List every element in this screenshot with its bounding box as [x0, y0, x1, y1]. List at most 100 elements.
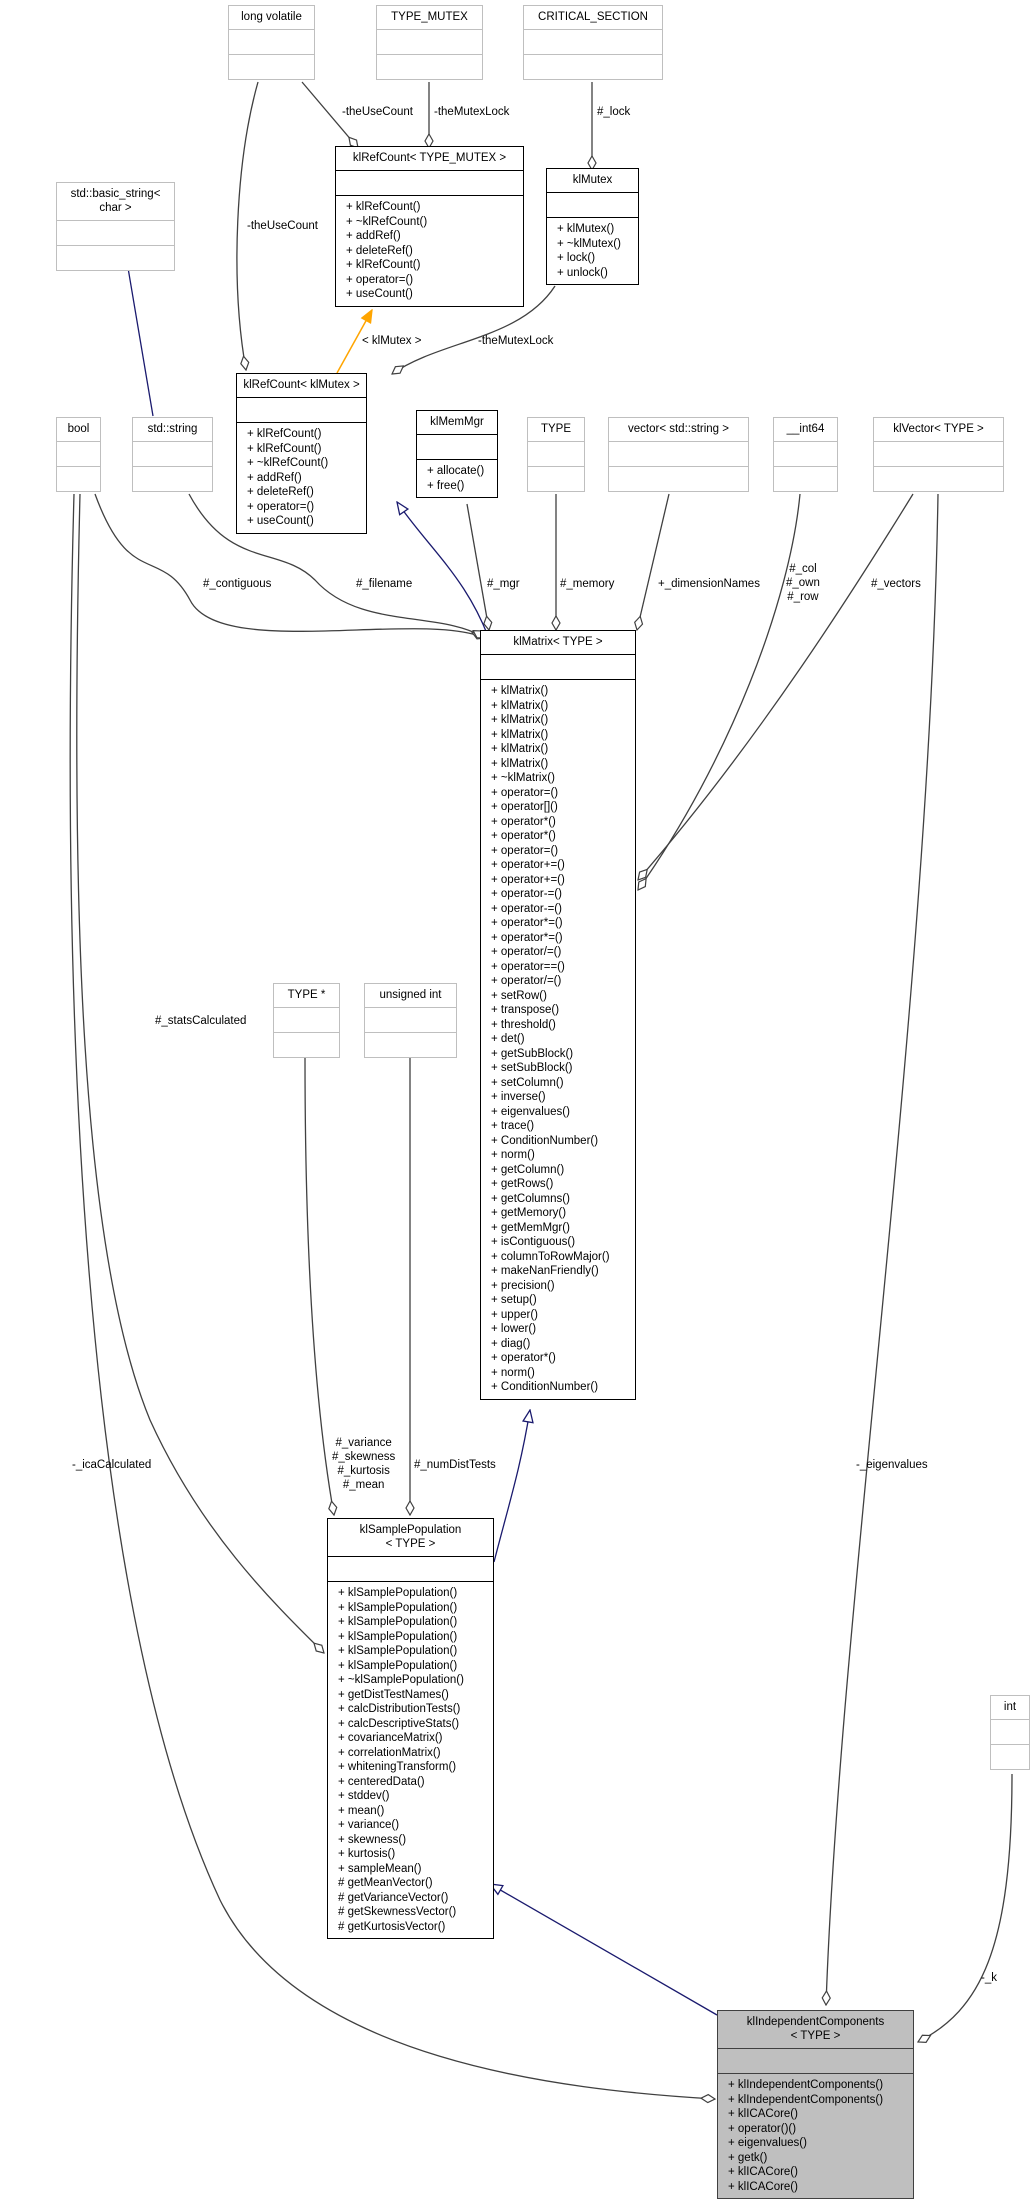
class-name: klVector< TYPE > [874, 418, 1003, 442]
operations-compartment [365, 1033, 456, 1057]
class-int[interactable]: int [990, 1695, 1030, 1770]
operations-compartment [274, 1033, 339, 1057]
operation-item: + klICACore() [728, 2166, 798, 2178]
operation-item: + operator/=() [491, 975, 562, 987]
operation-item: + operator()() [728, 2122, 797, 2135]
operation-item: + ~klRefCount() [346, 215, 428, 228]
operation-item: + upper() [491, 1308, 538, 1321]
operation-item: + allocate() [427, 465, 485, 477]
operation-item: + deleteRef() [346, 244, 413, 257]
operation-item: + whiteningTransform() [338, 1761, 457, 1773]
operation-item: + klMatrix() [491, 743, 549, 755]
edge-klmutex-refcountkm [392, 285, 556, 374]
class-std-basic-string[interactable]: std::basic_string< char > [56, 182, 175, 271]
class-name: TYPE_MUTEX [377, 6, 482, 30]
attributes-compartment [57, 221, 174, 246]
edge-int-indepcomp [918, 1773, 1013, 2042]
class-type-pointer[interactable]: TYPE * [273, 983, 340, 1058]
class-name: TYPE [528, 418, 584, 442]
class-name: TYPE * [274, 984, 339, 1008]
operations-compartment [377, 55, 482, 79]
operation-item: + addRef() [346, 230, 401, 242]
operation-item: + getRows() [491, 1178, 554, 1190]
edge-label: +_dimensionNames [658, 578, 760, 590]
class-klindependentcomponents-type[interactable]: klIndependentComponents < TYPE > + klInd… [717, 2010, 914, 2199]
class-vector-std-string[interactable]: vector< std::string > [608, 417, 749, 492]
operations-compartment [774, 467, 837, 491]
operations-compartment [133, 467, 212, 491]
operations-compartment [57, 467, 100, 491]
operation-item: + operator=() [491, 844, 559, 857]
class-int64[interactable]: __int64 [773, 417, 838, 492]
class-klvector-type[interactable]: klVector< TYPE > [873, 417, 1004, 492]
class-name: klSamplePopulation < TYPE > [328, 1519, 493, 1557]
operation-item: + operator/=() [491, 946, 562, 958]
class-klmatrix-type[interactable]: klMatrix< TYPE > + klMatrix()+ klMatrix(… [480, 630, 636, 1400]
class-type[interactable]: TYPE [527, 417, 585, 492]
operation-item: + operator-=() [491, 888, 562, 900]
operation-item: + mean() [338, 1804, 385, 1817]
edge-bool-samplepop [76, 493, 324, 1653]
attributes-compartment [133, 442, 212, 467]
edge-label: -_eigenvalues [856, 1459, 928, 1471]
operation-item: + calcDescriptiveStats() [338, 1717, 460, 1730]
class-type-mutex[interactable]: TYPE_MUTEX [376, 5, 483, 80]
class-name: klIndependentComponents < TYPE > [718, 2011, 913, 2049]
class-klrefcount-type-mutex[interactable]: klRefCount< TYPE_MUTEX > + klRefCount() +… [335, 146, 524, 307]
operation-item: + operator*=() [491, 931, 563, 944]
operation-item: + klSamplePopulation() [338, 1630, 458, 1643]
edge-label: #_contiguous [203, 578, 272, 590]
class-klmemmgr[interactable]: klMemMgr + allocate()+ free() [416, 410, 498, 498]
operation-item: + klSamplePopulation() [338, 1645, 458, 1657]
operation-item: + unlock() [557, 266, 608, 279]
edge-vectorstring-klmatrix [637, 493, 670, 630]
class-name: klMutex [547, 169, 638, 193]
operations-compartment [229, 55, 314, 79]
operation-item: + precision() [491, 1279, 555, 1292]
attributes-compartment [991, 1720, 1029, 1745]
attributes-compartment [874, 442, 1003, 467]
operation-item: + trace() [491, 1120, 535, 1132]
inherit-stdstring-basicstring [125, 250, 154, 417]
attributes-compartment [417, 435, 497, 460]
inherit-klmatrix-refcountkm [397, 502, 494, 651]
class-name: unsigned int [365, 984, 456, 1008]
operation-item: + getMemMgr() [491, 1221, 570, 1234]
class-std-string[interactable]: std::string [132, 417, 213, 492]
class-klsamplepopulation-type[interactable]: klSamplePopulation < TYPE > + klSamplePo… [327, 1518, 494, 1939]
attributes-compartment [524, 30, 662, 55]
class-critical-section[interactable]: CRITICAL_SECTION [523, 5, 663, 80]
operation-item: + getColumns() [491, 1192, 570, 1205]
class-bool[interactable]: bool [56, 417, 101, 492]
operation-item: + sampleMean() [338, 1862, 422, 1875]
class-klrefcount-klmutex[interactable]: klRefCount< klMutex > + klRefCount()+ kl… [236, 373, 367, 534]
class-klmutex[interactable]: klMutex + klMutex()+ ~klMutex()+ lock()+… [546, 168, 639, 285]
operation-item: + det() [491, 1033, 525, 1045]
operation-item: + lock() [557, 252, 596, 264]
operation-item: + klMatrix() [491, 728, 549, 741]
operation-item: + skewness() [338, 1833, 407, 1846]
operation-item: + klRefCount() [247, 442, 322, 455]
operation-item: + klRefCount() [346, 259, 421, 271]
operation-item: + transpose() [491, 1004, 560, 1016]
operation-item: + ~klSamplePopulation() [338, 1674, 464, 1686]
class-unsigned-int[interactable]: unsigned int [364, 983, 457, 1058]
class-long-volatile[interactable]: long volatile [228, 5, 315, 80]
class-name: int [991, 1696, 1029, 1720]
class-name: klRefCount< TYPE_MUTEX > [336, 147, 523, 171]
operation-item: + ConditionNumber() [491, 1134, 599, 1147]
operation-item: + eigenvalues() [491, 1105, 570, 1118]
operation-item: + getDistTestNames() [338, 1688, 449, 1701]
edge-typeptr-samplepop [304, 1057, 334, 1515]
operation-item: # getMeanVector() [338, 1877, 433, 1889]
operations-compartment [991, 1745, 1029, 1769]
operation-item: + getk() [728, 2151, 768, 2164]
operation-item: + covarianceMatrix() [338, 1732, 443, 1744]
edge-label: #_col #_own #_row [786, 563, 820, 603]
edge-klvector-indepcomp [826, 493, 939, 2005]
operation-item: + calcDistributionTests() [338, 1703, 461, 1715]
operations-compartment [528, 467, 584, 491]
operation-item: + operator=() [491, 786, 559, 799]
operation-item: + makeNanFriendly() [491, 1265, 599, 1277]
operation-item: + norm() [491, 1366, 535, 1379]
